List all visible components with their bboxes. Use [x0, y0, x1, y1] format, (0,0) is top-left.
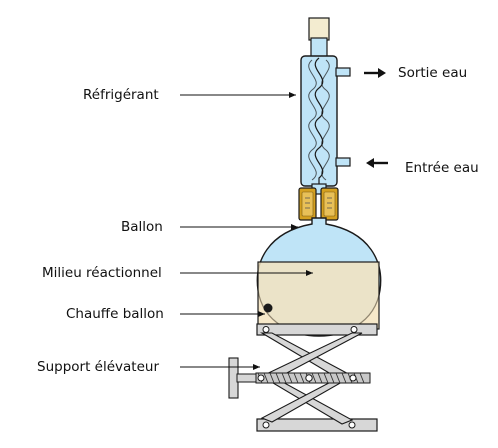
label-milieu-reactionnel: Milieu réactionnel — [42, 265, 162, 281]
label-refrigerant: Réfrigérant — [83, 87, 159, 103]
water-jacket — [300, 55, 338, 187]
condenser — [300, 17, 351, 195]
heating-mantle — [257, 261, 380, 330]
inflow-arrow — [366, 158, 388, 168]
label-entree-eau: Entrée eau — [405, 160, 479, 176]
lab-jack — [228, 323, 378, 432]
label-support-elevateur: Support élévateur — [37, 359, 159, 375]
joint-clamps — [298, 187, 339, 221]
water-inlet-nozzle — [335, 157, 351, 167]
jack-screw — [255, 372, 371, 384]
label-chauffe-ballon: Chauffe ballon — [66, 306, 164, 322]
water-outlet-nozzle — [335, 67, 351, 77]
outflow-arrow — [364, 68, 386, 78]
label-ballon: Ballon — [121, 219, 163, 235]
mantle-knob — [263, 303, 273, 313]
label-sortie-eau: Sortie eau — [398, 65, 468, 81]
